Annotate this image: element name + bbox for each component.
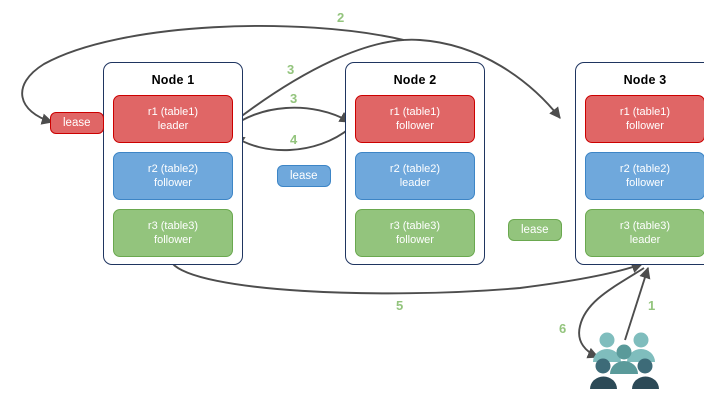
lease-chip-r2[interactable]: lease: [277, 165, 331, 187]
replica-role: leader: [399, 177, 431, 189]
replica-node3-r2[interactable]: r2 (table2) follower: [585, 152, 704, 200]
replica-name: r1 (table1): [619, 106, 671, 118]
replica-name: r3 (table3): [147, 220, 199, 232]
step-label-2: 2: [337, 10, 345, 25]
lease-chip-r3[interactable]: lease: [508, 219, 562, 241]
replica-list-node3: r1 (table1) follower r2 (table2) followe…: [585, 95, 704, 257]
replica-name: r3 (table3): [389, 220, 441, 232]
replica-role: follower: [396, 234, 434, 246]
replica-node3-r3[interactable]: r3 (table3) leader: [585, 209, 704, 257]
replica-node2-r3[interactable]: r3 (table3) follower: [355, 209, 475, 257]
node-container-node2[interactable]: Node 2 r1 (table1) follower r2 (table2) …: [345, 62, 485, 265]
replica-role: follower: [154, 177, 192, 189]
step-label-1: 1: [648, 298, 656, 313]
edge-step-1: [624, 266, 651, 341]
edge-step-5: [171, 262, 644, 295]
replica-role: follower: [626, 177, 664, 189]
replica-node2-r1[interactable]: r1 (table1) follower: [355, 95, 475, 143]
users-icon: [590, 332, 659, 389]
users-front-row-bodies: [590, 376, 659, 389]
replica-node1-r3[interactable]: r3 (table3) follower: [113, 209, 233, 257]
replica-role: follower: [626, 120, 664, 132]
replica-name: r1 (table1): [389, 106, 441, 118]
replica-node1-r2[interactable]: r2 (table2) follower: [113, 152, 233, 200]
node-title-node3: Node 3: [623, 73, 667, 87]
lease-chip-r1[interactable]: lease: [50, 112, 104, 134]
step-label-3b: 3: [290, 91, 298, 106]
replica-name: r2 (table2): [619, 163, 671, 175]
node-title-node2: Node 2: [393, 73, 437, 87]
replica-node3-r1[interactable]: r1 (table1) follower: [585, 95, 704, 143]
replica-name: r2 (table2): [147, 163, 199, 175]
node-title-node1: Node 1: [151, 73, 195, 87]
replica-role: follower: [396, 120, 434, 132]
edge-step-3-to-node2: [227, 106, 351, 131]
replica-node2-r2[interactable]: r2 (table2) leader: [355, 152, 475, 200]
replica-name: r3 (table3): [619, 220, 671, 232]
step-label-3a: 3: [287, 62, 295, 77]
replica-name: r2 (table2): [389, 163, 441, 175]
step-label-6: 6: [559, 321, 567, 336]
replica-role: leader: [157, 120, 189, 132]
replica-list-node2: r1 (table1) follower r2 (table2) leader …: [355, 95, 475, 257]
node-container-node1[interactable]: Node 1 r1 (table1) leader r2 (table2) fo…: [103, 62, 243, 265]
users-middle-figure: [610, 344, 638, 374]
step-label-4: 4: [290, 132, 298, 147]
step-label-5: 5: [396, 298, 404, 313]
replica-list-node1: r1 (table1) leader r2 (table2) follower …: [113, 95, 233, 257]
replica-role: leader: [629, 234, 661, 246]
replica-role: follower: [154, 234, 192, 246]
users-back-row: [593, 332, 655, 362]
replica-name: r1 (table1): [147, 106, 199, 118]
replica-node1-r1[interactable]: r1 (table1) leader: [113, 95, 233, 143]
node-container-node3[interactable]: Node 3 r1 (table1) follower r2 (table2) …: [575, 62, 704, 265]
users-front-row: [595, 358, 653, 374]
